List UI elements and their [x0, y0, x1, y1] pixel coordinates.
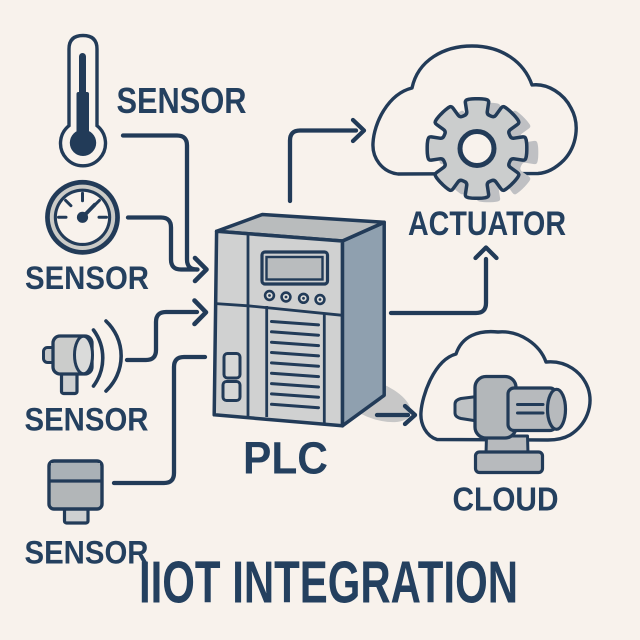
svg-text:PLC: PLC — [243, 433, 328, 484]
svg-text:SENSOR: SENSOR — [25, 535, 149, 571]
svg-text:SENSOR: SENSOR — [25, 402, 149, 438]
svg-text:ACTUATOR: ACTUATOR — [408, 205, 566, 243]
svg-text:CLOUD: CLOUD — [453, 482, 559, 519]
svg-text:SENSOR: SENSOR — [25, 260, 149, 296]
svg-text:SENSOR: SENSOR — [117, 80, 247, 121]
svg-text:IIOT INTEGRATION: IIOT INTEGRATION — [139, 550, 518, 616]
